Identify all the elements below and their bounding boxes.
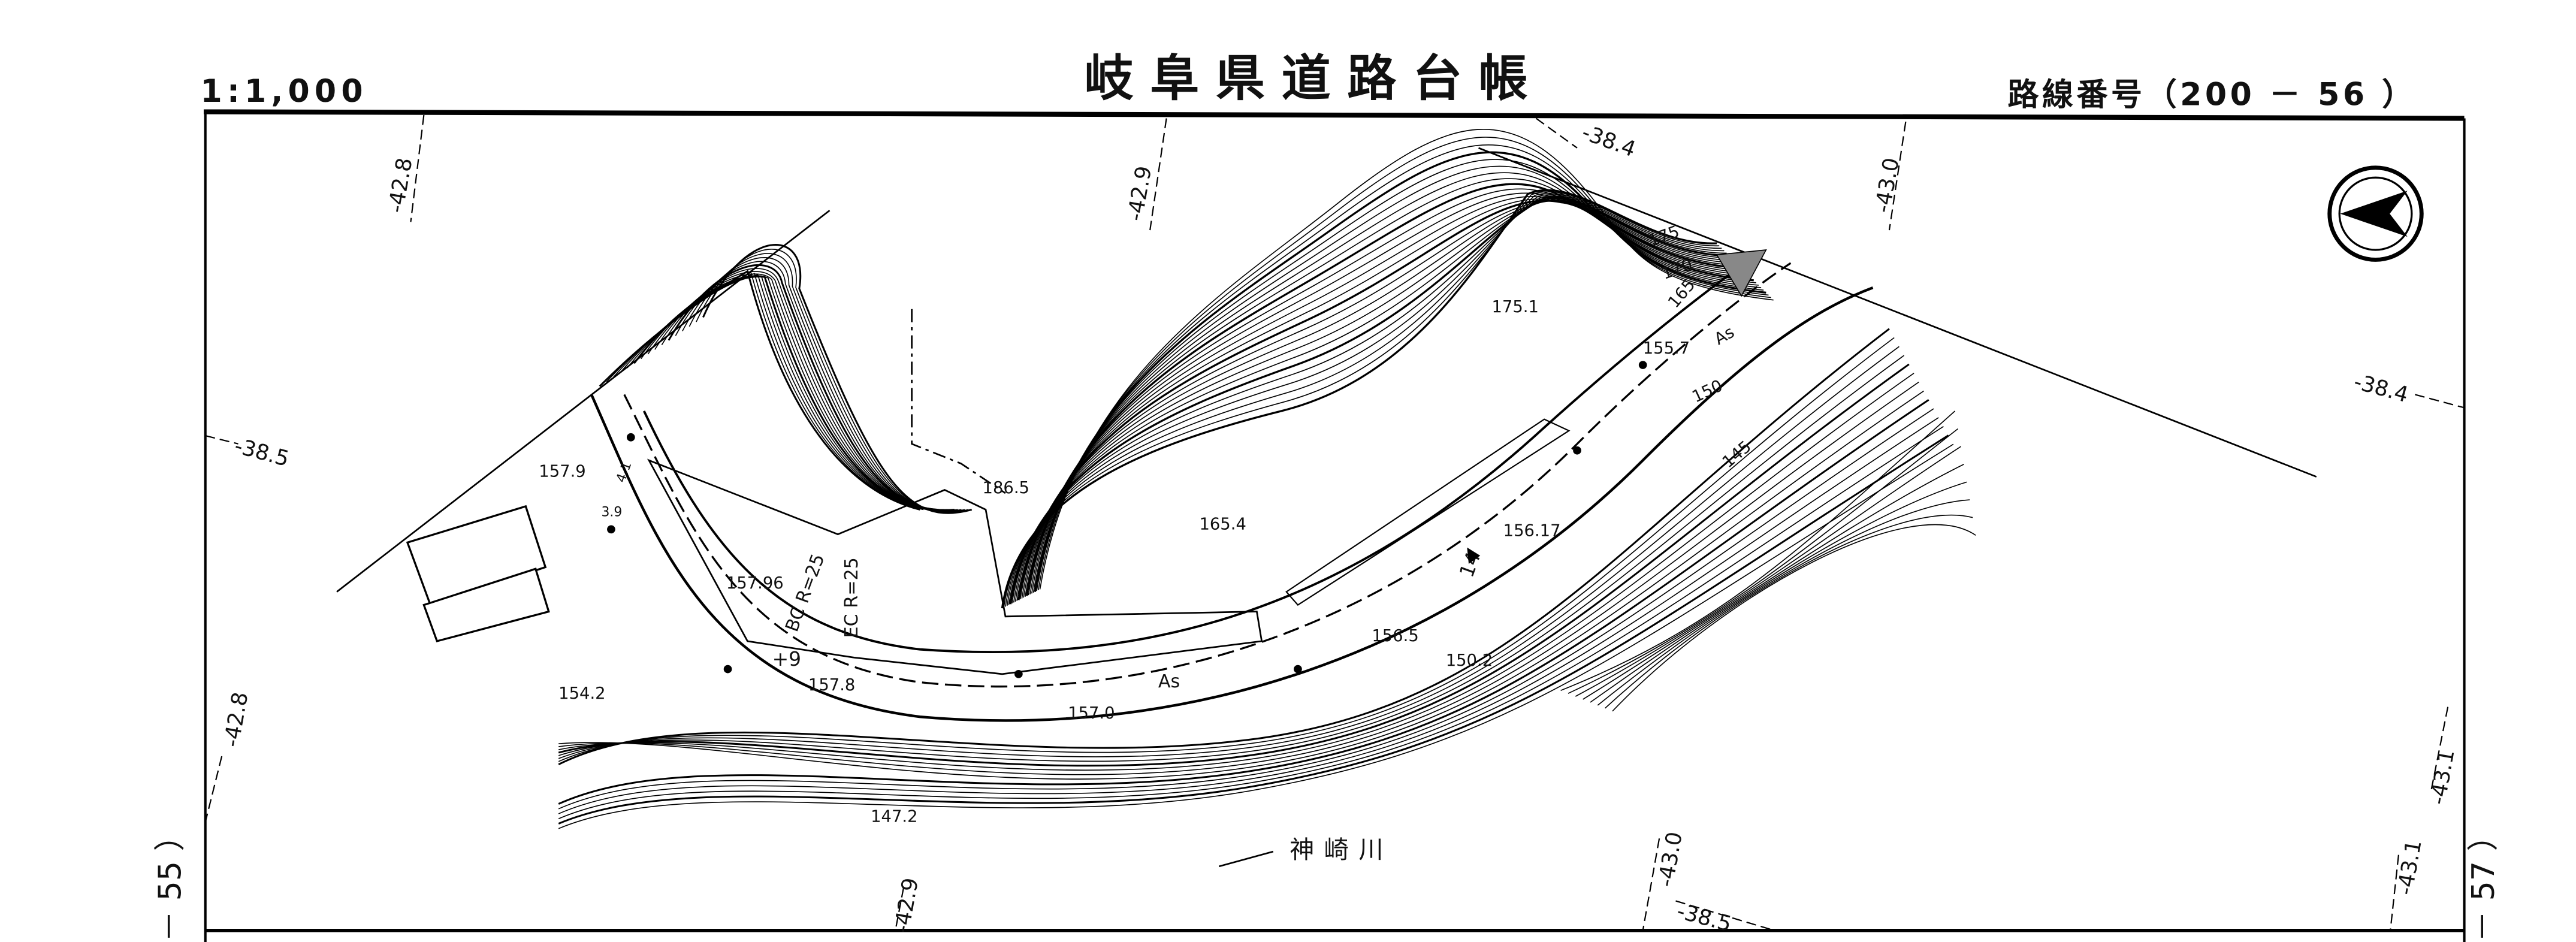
contour-line xyxy=(702,244,973,514)
river-name: 神崎川 xyxy=(1289,835,1393,864)
contour-line xyxy=(1005,192,1722,607)
grid-label: -38.5 xyxy=(232,434,292,472)
station-label-small: +9 xyxy=(772,647,802,671)
spot-elevation: 157.0 xyxy=(1068,704,1115,723)
spot-elevation: 186.5 xyxy=(983,479,1029,497)
contour-line xyxy=(558,328,1890,766)
map-title: 岐阜県道路台帳 xyxy=(1085,50,1545,107)
contour-line xyxy=(558,381,1919,775)
pole-marker-icon xyxy=(723,665,732,674)
grid-label: -38.4 xyxy=(1578,120,1639,162)
pole-marker-icon xyxy=(1638,361,1647,369)
contour-line xyxy=(558,346,1899,759)
contour-lines xyxy=(558,128,1976,829)
grid-label: -42.9 xyxy=(1123,164,1156,223)
contour-line xyxy=(558,408,1934,810)
pole-marker-icon xyxy=(626,433,635,442)
contour-line xyxy=(558,355,1905,762)
grid-label: -42.8 xyxy=(219,690,253,749)
contour-line xyxy=(1612,524,1976,712)
contour-line xyxy=(558,337,1895,762)
contour-line xyxy=(1575,446,1961,697)
spot-elevation: 175.1 xyxy=(1491,298,1538,316)
width-label: 4.1 xyxy=(614,460,635,484)
pole-marker-icon xyxy=(1294,665,1302,674)
grid-label: -42.9 xyxy=(890,876,923,935)
spot-elevation: 157.9 xyxy=(539,463,585,481)
adjacent-sheet-right: － 57 ） xyxy=(2466,820,2502,942)
width-label: 3.9 xyxy=(601,505,622,520)
route-number: 路線番号（200 － 56 ） xyxy=(2007,77,2416,113)
pole-marker-icon xyxy=(607,525,615,534)
contour-line xyxy=(1013,199,1734,603)
contour-line xyxy=(1003,191,1720,608)
contour-line xyxy=(1590,481,1967,703)
contour-line xyxy=(1019,198,1744,600)
contour-line xyxy=(558,425,1944,819)
ec-curve-label: EC R=25 xyxy=(841,557,862,638)
contour-line xyxy=(558,398,1929,805)
contour-line xyxy=(675,261,958,511)
contour-line xyxy=(688,253,965,512)
road xyxy=(590,249,1874,722)
contour-line xyxy=(1568,428,1959,694)
utility-poles xyxy=(607,361,1647,678)
contour-line xyxy=(1006,194,1725,606)
spot-elevation: 155.7 xyxy=(1643,339,1690,358)
spot-elevation: 157.8 xyxy=(808,676,855,695)
contour-line xyxy=(558,363,1910,767)
contour-line xyxy=(1583,464,1964,700)
pole-marker-icon xyxy=(1573,446,1581,455)
spot-elevation: 156.5 xyxy=(1372,627,1418,645)
station-marker-icon xyxy=(1467,547,1481,564)
grid-label: -43.1 xyxy=(2426,748,2459,807)
contour-label: 150 xyxy=(1689,376,1725,406)
spot-elevation: 156.17 xyxy=(1503,521,1561,540)
pole-marker-icon xyxy=(1014,669,1023,678)
contour-line xyxy=(1008,195,1727,605)
pavement-label: As xyxy=(1711,323,1738,349)
grid-lines xyxy=(204,114,2465,931)
building xyxy=(406,505,550,642)
spot-elevation: 165.4 xyxy=(1199,515,1246,533)
scale-label: 1:1,000 xyxy=(200,74,367,110)
contour-line xyxy=(558,434,1949,825)
contour-line xyxy=(558,390,1925,780)
contour-line xyxy=(558,417,1939,814)
contour-line xyxy=(1560,410,1956,692)
grid-label: -43.0 xyxy=(1870,156,1904,215)
contour-line xyxy=(613,273,928,511)
spot-elevation: 150.2 xyxy=(1446,651,1493,670)
contour-line xyxy=(1605,514,1973,709)
grid-labels: -42.8 -42.9 -38.4 -43.0 -38.5 -38.4 -42.… xyxy=(219,120,2459,937)
adjacent-sheet-left: － 55 ） xyxy=(153,820,189,942)
contour-line xyxy=(1039,128,1774,590)
grid-label: -43.1 xyxy=(2393,838,2426,897)
contour-line xyxy=(558,443,1954,829)
contour-line xyxy=(1017,200,1742,600)
contour-line xyxy=(1001,189,1717,609)
grid-label: -38.4 xyxy=(2351,370,2411,407)
north-arrow-icon xyxy=(2327,165,2424,262)
contour-line xyxy=(1597,499,1970,706)
contour-line xyxy=(1011,198,1732,603)
contour-line xyxy=(558,373,1914,771)
map-frame xyxy=(203,109,2466,942)
spot-elevation: 147.2 xyxy=(871,808,917,826)
spot-elevation: 157.96 xyxy=(726,574,784,593)
contour-line xyxy=(696,249,969,513)
pavement-label: As xyxy=(1158,671,1180,692)
contour-line xyxy=(1009,196,1729,605)
spot-elevation: 154.2 xyxy=(558,684,605,703)
flow-arrow-icon xyxy=(1218,850,1274,868)
